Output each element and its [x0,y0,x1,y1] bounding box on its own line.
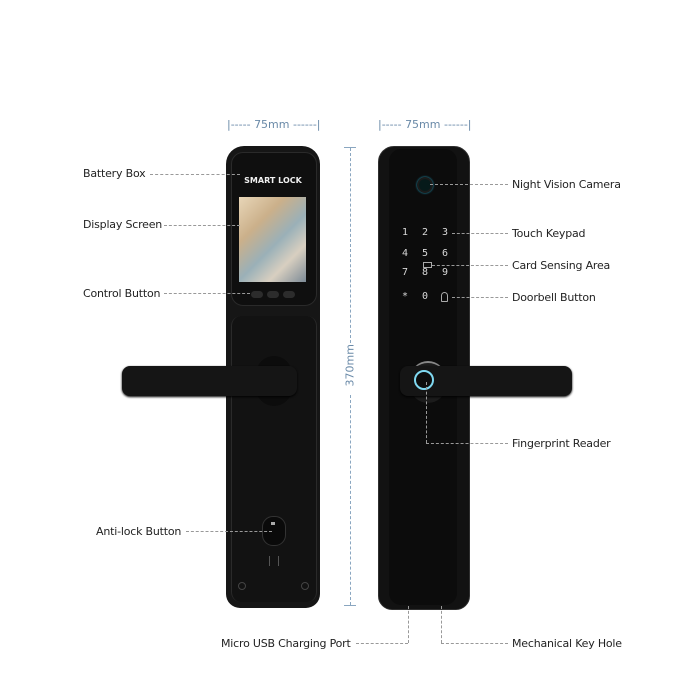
key-1[interactable]: 1 [401,227,409,238]
key-7[interactable]: 7 [401,267,409,278]
leader-battery-box [150,174,240,175]
leader-fingerprint-vertical [426,382,427,443]
knob-indicator [271,522,275,525]
height-value: 370mm [343,344,357,387]
right-width-value: 75mm [405,118,441,131]
label-control-button: Control Button [83,287,161,300]
key-3[interactable]: 3 [441,227,449,238]
height-tick-top [344,147,356,148]
display-screen [239,197,306,282]
leader-doorbell-button [452,297,508,298]
label-touch-keypad: Touch Keypad [512,227,586,240]
label-card-sensing-area: Card Sensing Area [512,259,611,272]
night-vision-camera [417,177,433,193]
control-button-2[interactable] [267,291,279,298]
leader-keyhole-horizontal [441,643,508,644]
leader-display-screen [164,225,240,226]
height-dimension: 370mm [343,344,357,387]
label-battery-box: Battery Box [83,167,146,180]
leader-usb-vertical [408,606,409,643]
label-fingerprint-reader: Fingerprint Reader [512,437,611,450]
label-anti-lock-button: Anti-lock Button [96,525,182,538]
screw-left [238,582,246,590]
leader-touch-keypad [452,233,508,234]
speaker-grille [269,556,279,566]
dim-bracket: ------| [289,118,321,131]
key-4[interactable]: 4 [401,248,409,259]
front-handle[interactable] [122,366,297,396]
height-line-bottom [350,395,351,605]
label-display-screen: Display Screen [83,218,163,231]
key-2[interactable]: 2 [421,227,429,238]
leader-night-vision-camera [430,184,508,185]
key-5[interactable]: 5 [421,248,429,259]
leader-card-sensing-area [432,265,508,266]
leader-keyhole-vertical [441,606,442,643]
left-width-dimension: |----- 75mm ------| [227,118,321,131]
key-9[interactable]: 9 [441,267,449,278]
leader-anti-lock-button [186,531,272,532]
leader-fingerprint-horizontal [426,443,508,444]
key-star[interactable]: * [401,291,409,302]
screw-right [301,582,309,590]
dim-bracket: ------| [440,118,472,131]
fingerprint-reader[interactable] [414,370,434,390]
key-8[interactable]: 8 [421,267,429,278]
dim-bracket: |----- [227,118,255,131]
height-tick-bottom [344,605,356,606]
card-sensing-icon [423,262,432,268]
left-width-value: 75mm [254,118,290,131]
label-doorbell-button: Doorbell Button [512,291,596,304]
leader-usb-horizontal [356,643,408,644]
doorbell-icon[interactable] [441,292,448,302]
label-mechanical-key-hole: Mechanical Key Hole [512,637,622,650]
control-button-1[interactable] [251,291,263,298]
leader-control-button [164,293,250,294]
height-line-top [350,148,351,343]
key-0[interactable]: 0 [421,291,429,302]
label-night-vision-camera: Night Vision Camera [512,178,621,191]
control-button-3[interactable] [283,291,295,298]
dim-bracket: |----- [378,118,406,131]
right-width-dimension: |----- 75mm ------| [378,118,472,131]
brand-text: SMART LOCK [244,176,302,185]
key-6[interactable]: 6 [441,248,449,259]
label-micro-usb-port: Micro USB Charging Port [221,637,351,650]
